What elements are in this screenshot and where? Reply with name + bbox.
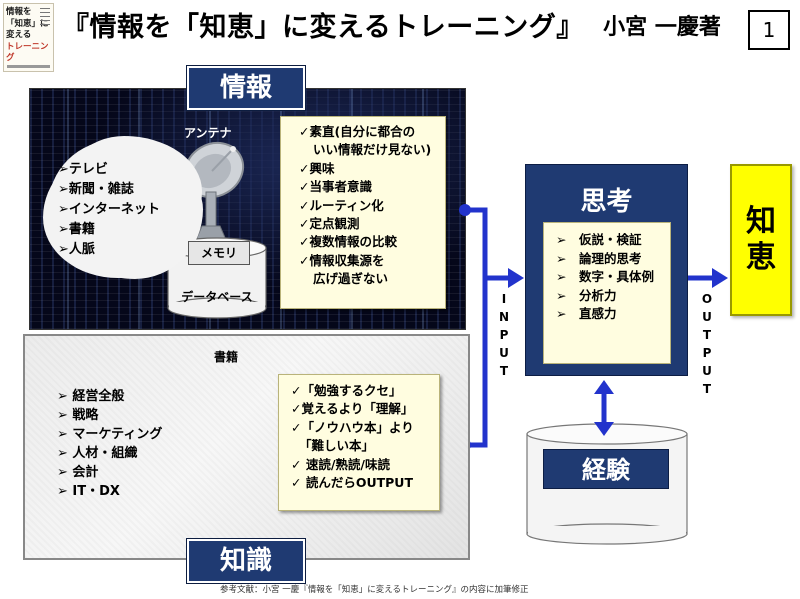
topic-item: ➢ 会計 [57,465,99,480]
output-letter: O [701,292,713,306]
tip-item: ✓「勉強するクセ」 [291,383,402,398]
page-number: 1 [748,10,790,50]
tip-item: ✓素直(自分に都合の [299,124,416,139]
output-letter: U [702,310,712,324]
tip-item: ✓ 速読/熟読/味読 [291,456,390,472]
thinking-item: ➢ 論理的思考 [556,250,642,266]
tip-item: ✓興味 [299,160,335,176]
slide-title: 『情報を「知恵」に変えるトレーニング』 [62,12,584,43]
tip-item: ✓ルーティン化 [299,197,384,213]
information-title: 情報 [187,66,305,110]
thinking-items: ➢ 仮説・検証 ➢ 論理的思考 ➢ 数字・具体例 ➢ 分析力 ➢ 直感力 [543,222,671,364]
output-letter: T [702,382,712,396]
tip-item: ✓ 読んだらOUTPUT [291,475,413,491]
topic-item: ➢ 経営全般 [57,389,125,404]
output-letter: P [702,346,712,360]
thinking-item: ➢ 直感力 [556,306,617,321]
tip-item: ✓「ノウハウ本」より [291,419,414,435]
source-item: ➢インターネット [58,202,160,217]
book-cover-line: 変える [6,30,32,40]
database-label: データベース [181,290,253,304]
tip-item: 広げ過ぎない [313,271,389,287]
input-letter: T [499,364,509,378]
input-letter: N [498,310,510,324]
author-name: 小宮 一慶著 [603,15,721,40]
topic-item: ➢ 戦略 [57,408,99,423]
knowledge-topics: ➢ 経営全般 ➢ 戦略 ➢ マーケティング ➢ 人材・組織 ➢ 会計 ➢ IT・… [57,387,192,505]
memory-label: メモリ [188,241,250,265]
tip-item: いい情報だけ見ない) [313,142,432,158]
tip-item: ✓定点観測 [299,216,360,232]
antenna-label: アンテナ [184,126,232,140]
reference-footer: 参考文献：小宮 一慶『情報を「知恵」に変えるトレーニング』の内容に加筆修正 [220,585,529,595]
book-cover-footer-bar [7,65,50,68]
topic-item: ➢ 人材・組織 [57,446,138,461]
tip-item: ✓複数情報の比較 [299,234,397,250]
input-letter: U [499,346,509,360]
information-tips-note: ✓素直(自分に都合の いい情報だけ見ない) ✓興味 ✓当事者意識 ✓ルーティン化… [280,116,446,309]
knowledge-background [23,334,470,560]
knowledge-tips-note: ✓「勉強するクセ」 ✓覚えるより「理解」 ✓「ノウハウ本」より 「難しい本」 ✓… [278,374,440,511]
output-letter: U [702,364,712,378]
wisdom-box: 知 恵 [730,164,792,316]
tip-item: ✓覚えるより「理解」 [291,401,414,417]
arrow-heads [508,268,728,436]
information-sources-cloud: ➢テレビ ➢新聞・雑誌 ➢インターネット ➢書籍 ➢人脈 [48,140,196,270]
thinking-item: ➢ 仮説・検証 [556,232,642,247]
source-item: ➢テレビ [58,162,108,177]
source-item: ➢新聞・雑誌 [58,182,134,197]
output-letter: T [702,328,712,342]
topic-item: ➢ マーケティング [57,427,163,442]
tip-item: ✓当事者意識 [299,179,372,195]
source-item: ➢人脈 [58,242,95,257]
thinking-title: 思考 [580,187,633,217]
thinking-item: ➢ 分析力 [556,287,617,303]
input-label: I N P U T [497,290,511,400]
input-letter: P [499,328,509,342]
satellite-antenna-icon [183,141,245,241]
tip-item: 「難しい本」 [299,438,375,454]
wisdom-char: 知 [746,204,776,239]
book-cover-line: 「知恵」に [6,18,49,29]
knowledge-title: 知識 [187,539,305,583]
books-label: 書籍 [213,350,238,364]
book-cover-decoration [40,8,50,28]
wisdom-char: 恵 [746,240,776,275]
experience-title: 経験 [543,449,669,489]
book-cover-thumbnail: 情報を 「知恵」に 変える トレーニング [3,3,54,72]
tip-item: ✓情報収集源を [299,252,385,268]
input-letter: I [501,292,507,306]
book-cover-line: トレーニング [6,41,49,64]
topic-item: ➢ IT・DX [57,484,120,499]
output-label: O U T P U T [700,290,714,430]
thinking-item: ➢ 数字・具体例 [556,269,654,284]
source-item: ➢書籍 [58,222,95,237]
book-cover-line: 情報を [6,7,32,17]
